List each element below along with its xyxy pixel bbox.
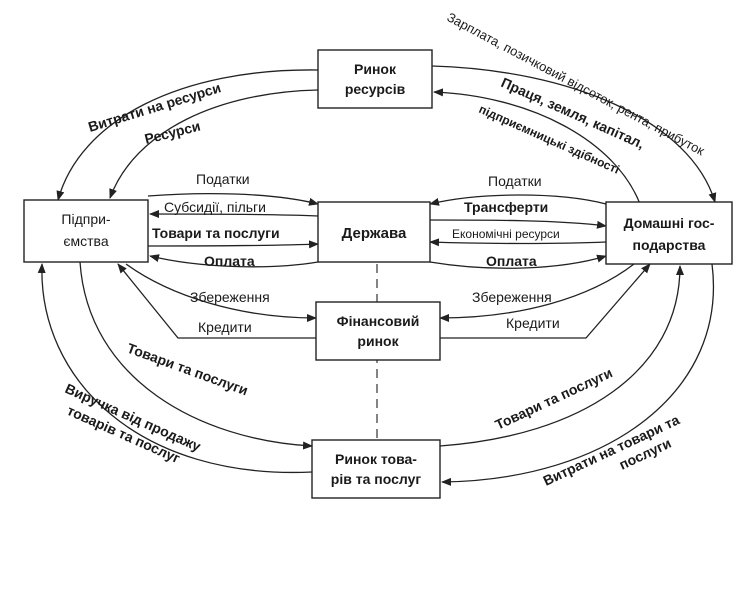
flow-goods-right-arrow (439, 265, 684, 447)
node-enterprises-line1: Підпри- (61, 211, 111, 227)
flow-goods-spending-arrow (441, 263, 715, 486)
flow-subsidies-arrow (149, 210, 319, 219)
flow-credits-left-arrow (117, 263, 316, 339)
label-savings-right: Збереження (472, 289, 552, 305)
node-resource-market (317, 49, 433, 109)
node-households (605, 201, 733, 265)
node-financial-market (315, 301, 441, 361)
label-resource-spending: Витрати на ресурси (86, 79, 223, 135)
label-savings-left: Збереження (190, 289, 270, 305)
label-taxes-left: Податки (196, 171, 250, 187)
node-goods-market-line1: Ринок това- (335, 451, 417, 467)
label-credits-right: Кредити (506, 315, 560, 331)
node-government-label: Держава (342, 225, 407, 242)
node-goods-market-line2: рів та послуг (331, 471, 422, 487)
node-resource-market-line1: Ринок (354, 61, 397, 77)
node-government (317, 201, 431, 263)
label-transfers: Трансферти (464, 199, 548, 215)
flow-credits-right-arrow (440, 263, 651, 339)
flow-taxes-right-arrow (429, 194, 607, 206)
flow-factors-arrow (433, 88, 641, 205)
node-resource-market-line2: ресурсів (345, 81, 406, 97)
label-factors-2: підприємницькі здібності (477, 102, 622, 177)
flow-transfers-arrow (429, 219, 607, 229)
label-econ-resources: Економічні ресурси (452, 227, 560, 241)
node-financial-market-line1: Фінансовий (337, 313, 420, 329)
node-households-line1: Домашні гос- (624, 215, 715, 231)
label-wages: Зарплата, позичковий відсоток, рента, пр… (445, 9, 708, 158)
flow-savings-left-arrow (125, 263, 317, 322)
flow-savings-right-arrow (439, 263, 635, 322)
node-households-line2: подарства (633, 237, 706, 253)
flow-payment-left-arrow (149, 254, 319, 268)
flow-revenue-arrow (37, 263, 313, 474)
flow-taxes-left-arrow (147, 192, 319, 206)
flow-goods-to-gov-arrow (147, 240, 319, 249)
label-payment-left: Оплата (204, 253, 255, 269)
flow-goods-left-arrow (79, 261, 313, 450)
flow-wages-arrow (431, 65, 717, 203)
node-financial-market-line2: ринок (357, 333, 399, 349)
label-goods-to-gov: Товари та послуги (152, 225, 280, 241)
node-enterprises-line2: ємства (63, 233, 108, 249)
label-taxes-right: Податки (488, 173, 542, 189)
node-goods-market (311, 439, 441, 499)
flow-payment-right-arrow (429, 254, 607, 269)
label-resources: Ресурси (143, 118, 202, 147)
label-payment-right: Оплата (486, 253, 537, 269)
label-subsidies: Субсидії, пільги (164, 199, 266, 215)
label-goods-left: Товари та послуги (125, 340, 250, 399)
flow-econ-resources-arrow (429, 238, 607, 247)
flow-resources-arrow (109, 89, 319, 199)
node-enterprises (23, 199, 149, 263)
label-credits-left: Кредити (198, 319, 252, 335)
flow-resource-spending-arrow (56, 69, 319, 201)
